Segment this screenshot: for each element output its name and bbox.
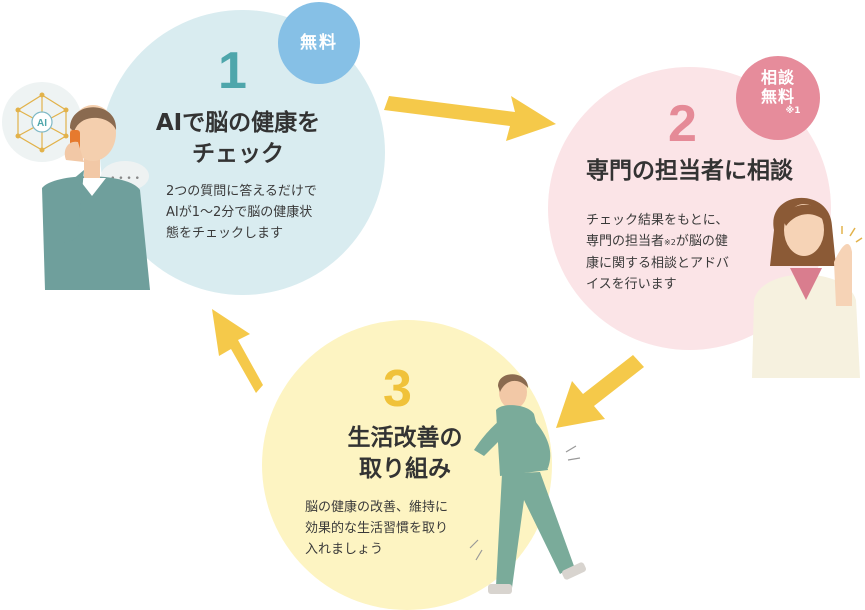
desc-line: 効果的な生活習慣を取り (305, 521, 449, 536)
step2-description: チェック結果をもとに、 専門の担当者※2が脳の健 康に関する相談とアドバ イスを… (586, 210, 729, 295)
desc-line: 脳の健康の改善、維持に (305, 500, 449, 515)
badge-line: 相談 (760, 68, 795, 87)
desc-line: 入れましょう (305, 542, 384, 557)
desc-line: チェック結果をもとに、 (586, 213, 729, 228)
badge-line: 無料 (760, 87, 795, 106)
step1-description: 2つの質問に答えるだけで AIが1〜2分で脳の健康状 態をチェックします (166, 181, 317, 244)
consult-free-badge: 相談 無料 ※1 (736, 56, 820, 140)
arrow-up-left-icon (212, 309, 263, 393)
desc-line: AIが1〜2分で脳の健康状 (166, 205, 313, 220)
title-line: AIで脳の健康を (155, 110, 321, 136)
title-line: チェック (192, 141, 284, 167)
arrow-right-icon (384, 96, 556, 141)
desc-line: イスを行います (586, 277, 677, 292)
arrow-down-left-icon (556, 355, 644, 428)
desc-line: 態をチェックします (166, 226, 284, 241)
step3-title: 生活改善の 取り組み (305, 423, 505, 485)
step3-description: 脳の健康の改善、維持に 効果的な生活習慣を取り 入れましょう (305, 497, 448, 560)
walking-man-figure (469, 374, 587, 594)
title-line: 生活改善の (347, 425, 463, 451)
title-line: 取り組み (359, 456, 451, 482)
speech-dots: • • • • (110, 174, 140, 184)
step2-title: 専門の担当者に相談 (586, 158, 793, 184)
desc-text: が脳の健 (675, 234, 728, 249)
free-badge: 無料 (278, 2, 360, 84)
desc-line: 2つの質問に答えるだけで (166, 184, 317, 199)
desc-text: 専門の担当者 (586, 234, 665, 249)
desc-line: 康に関する相談とアドバ (586, 256, 730, 271)
ai-label: AI (37, 118, 47, 129)
footnote-mark: ※2 (664, 238, 676, 247)
step3-number: 3 (383, 360, 412, 418)
step1-number: 1 (218, 42, 247, 100)
badge-note: ※1 (785, 106, 801, 116)
desc-line: 専門の担当者※2が脳の健 (586, 231, 729, 253)
step2-number: 2 (668, 95, 697, 153)
man-figure (42, 105, 150, 290)
consultant-figure (752, 197, 863, 378)
step1-title: AIで脳の健康を チェック (140, 108, 336, 170)
ai-network-icon (2, 82, 82, 162)
